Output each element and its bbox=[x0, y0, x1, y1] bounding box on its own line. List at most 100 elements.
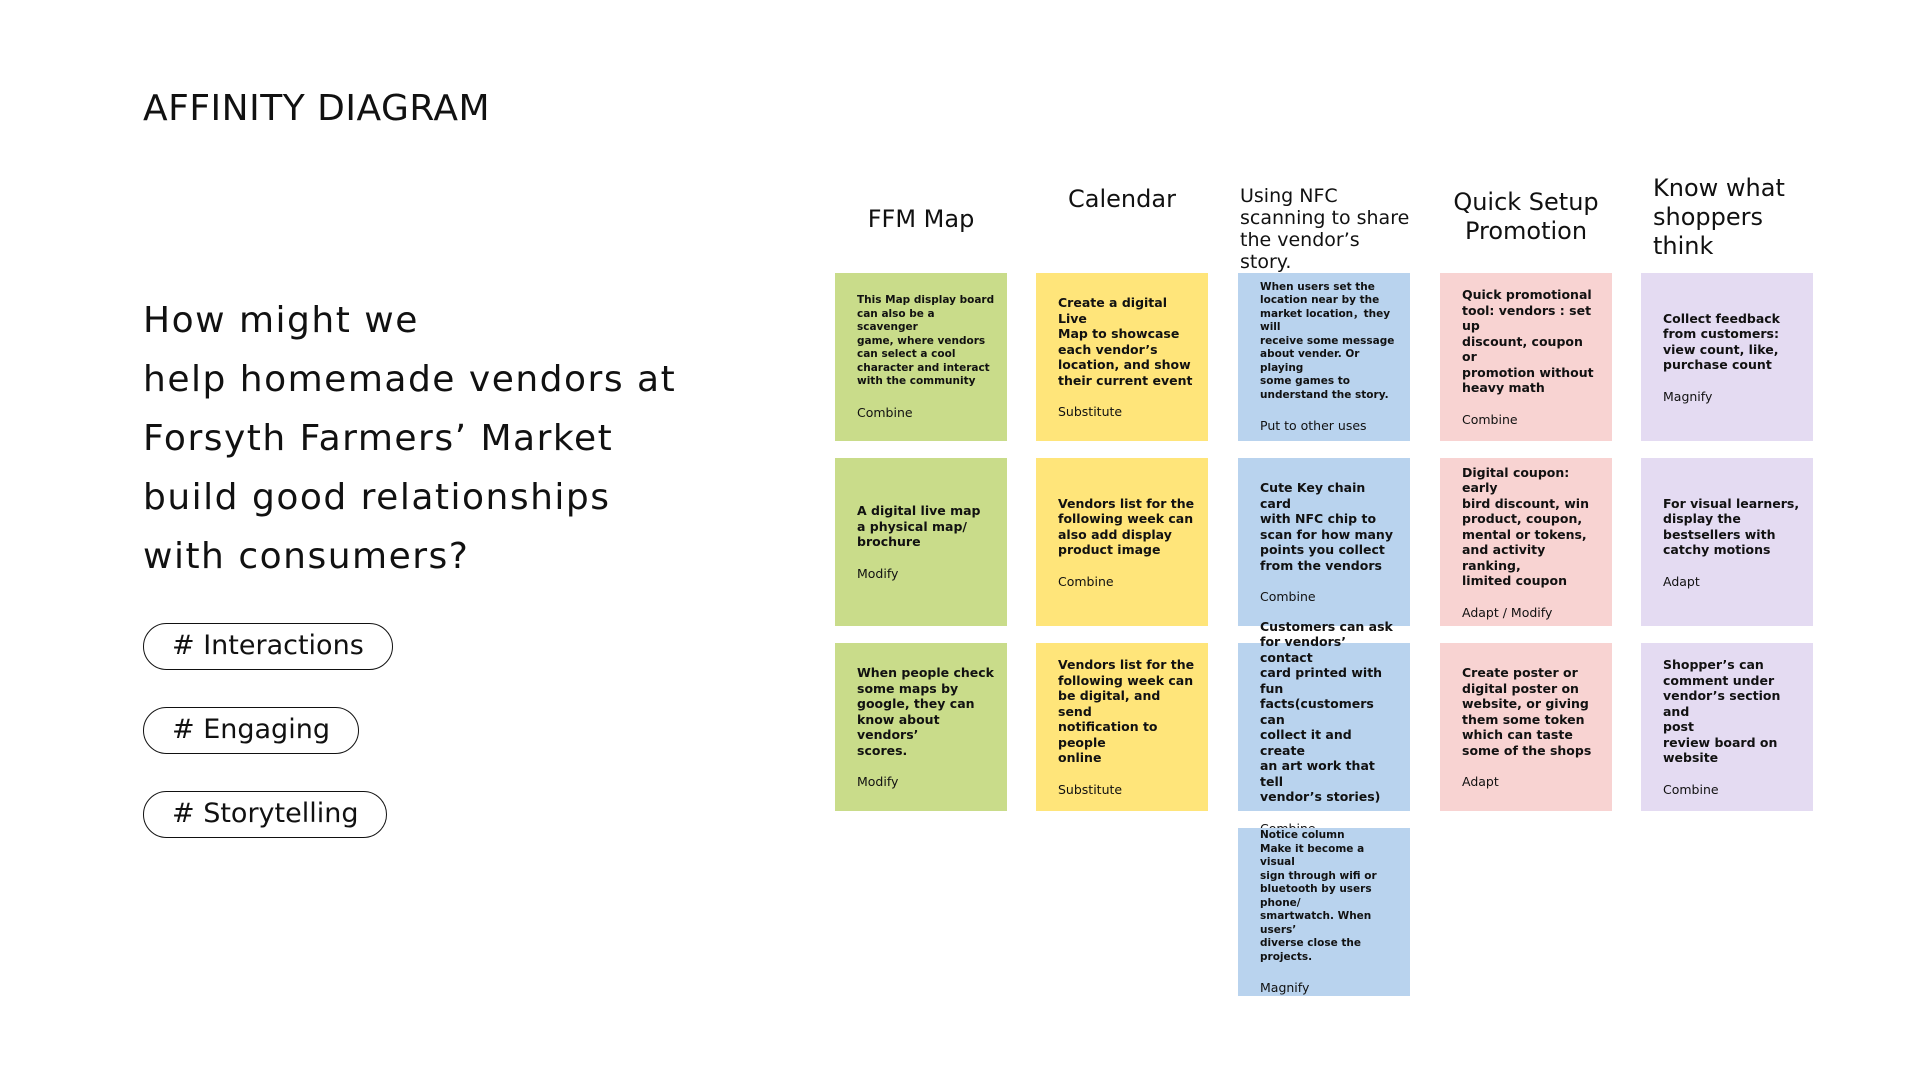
note-text-line: website bbox=[1663, 750, 1719, 766]
how-might-we-question: How might we help homemade vendors at Fo… bbox=[143, 291, 763, 586]
note-method-tag: Magnify bbox=[1260, 980, 1310, 995]
note-text-line: some of the shops bbox=[1462, 742, 1592, 758]
note-text-line: also add display bbox=[1058, 526, 1172, 542]
note-text-line: product, coupon, bbox=[1462, 511, 1583, 526]
column-header-line: Know what bbox=[1653, 174, 1785, 202]
note-text-line: can also be a scavenger bbox=[857, 307, 935, 334]
note-text-line: a physical map/ bbox=[857, 518, 967, 534]
note-text-line: collect it and create bbox=[1260, 727, 1352, 758]
note-text-line: Quick promotional bbox=[1462, 287, 1592, 303]
note-text-line: promotion without bbox=[1462, 364, 1594, 380]
note-text-line: with NFC chip to bbox=[1260, 511, 1377, 526]
note-text-line: Shopper’s can bbox=[1663, 657, 1764, 673]
note-text-line: Cute Key chain card bbox=[1260, 480, 1366, 511]
note-text-line: following week can bbox=[1058, 511, 1194, 526]
hmw-line: How might we bbox=[143, 300, 419, 341]
note-text-line: website, or giving bbox=[1462, 696, 1589, 711]
column-header-line: FFM Map bbox=[867, 205, 975, 233]
note-text-line: bluetooth by users phone/ bbox=[1260, 883, 1372, 909]
note-method-tag: Adapt bbox=[1663, 573, 1700, 589]
note-text-line: catchy motions bbox=[1663, 542, 1771, 557]
column-header-line: Quick Setup bbox=[1453, 188, 1599, 216]
note-text-line: comment under bbox=[1663, 672, 1775, 688]
note-text-line: A digital live map bbox=[857, 503, 981, 519]
note-text-line: notification to people bbox=[1058, 719, 1158, 750]
tag-storytelling: # Storytelling bbox=[143, 791, 388, 838]
note-text-line: vendor’s section and bbox=[1663, 688, 1781, 719]
note-text-line: know about vendors’ bbox=[857, 711, 940, 743]
note-text-line: diverse close the projects. bbox=[1260, 937, 1361, 963]
note-text-line: brochure bbox=[857, 534, 921, 550]
hmw-line: Forsyth Farmers’ Market bbox=[143, 418, 614, 459]
note-text-line: Customers can ask bbox=[1260, 618, 1393, 634]
note-text-line: card printed with fun bbox=[1260, 665, 1383, 696]
note-method-tag: Substitute bbox=[1058, 781, 1123, 797]
note-text-line: market location，they will bbox=[1260, 307, 1391, 334]
note-method-tag: Adapt bbox=[1462, 774, 1499, 789]
note-text-line: from customers: bbox=[1663, 326, 1779, 341]
note-text-line: When users set the bbox=[1260, 280, 1375, 293]
note-text-line: bestsellers with bbox=[1663, 526, 1776, 542]
note-text-line: sign through wifi or bbox=[1260, 869, 1377, 882]
note-text-line: bird discount, win bbox=[1462, 495, 1589, 511]
column-header-line: Using NFC bbox=[1240, 185, 1338, 207]
note-text-line: understand the story. bbox=[1260, 388, 1389, 401]
note-text-line: location, and show bbox=[1058, 357, 1191, 372]
note-method-tag: Modify bbox=[857, 565, 899, 581]
note-text-line: heavy math bbox=[1462, 380, 1545, 396]
column-header: FFM Map bbox=[835, 205, 1007, 234]
note-text-line: smartwatch. When users’ bbox=[1260, 910, 1372, 936]
page-title: AFFINITY DIAGRAM bbox=[143, 88, 491, 129]
column-header-line: shoppers bbox=[1653, 203, 1764, 231]
note-text-line: When people check bbox=[857, 665, 994, 680]
note-text-line: scan for how many bbox=[1260, 526, 1393, 542]
note-method-tag: Modify bbox=[857, 774, 899, 789]
column-header-line: think bbox=[1653, 232, 1714, 260]
note-text-line: game, where vendors bbox=[857, 334, 986, 347]
note-text-line: vendor’s stories) bbox=[1260, 789, 1381, 804]
note-method-tag: Combine bbox=[857, 404, 913, 420]
note-text-line: digital poster on bbox=[1462, 680, 1579, 696]
note-text-line: following week can bbox=[1058, 672, 1194, 688]
note-method-tag: Adapt / Modify bbox=[1462, 604, 1553, 620]
note-text-line: and activity ranking, bbox=[1462, 542, 1546, 573]
column-header-line: Promotion bbox=[1464, 217, 1588, 245]
note-text-line: with the community bbox=[857, 375, 976, 388]
note-text-line: can select a cool bbox=[857, 348, 956, 361]
note-text-line: Create a digital Live bbox=[1058, 295, 1168, 326]
hmw-line: help homemade vendors at bbox=[143, 359, 677, 400]
note-text-line: Make it become a visual bbox=[1260, 842, 1365, 869]
note-text-line: google, they can bbox=[857, 696, 975, 711]
note-text-line: Map to showcase bbox=[1058, 326, 1180, 341]
note-method-tag: Magnify bbox=[1663, 388, 1713, 404]
note-text-line: them some token bbox=[1462, 711, 1585, 727]
note-text-line: post bbox=[1663, 719, 1694, 735]
note-text-line: Vendors list for the bbox=[1058, 657, 1195, 673]
note-text-line: product image bbox=[1058, 542, 1161, 557]
note-text-line: tool: vendors : set up bbox=[1462, 302, 1592, 334]
note-text-line: Vendors list for the bbox=[1058, 495, 1195, 511]
note-text-line: some games to bbox=[1260, 375, 1350, 388]
note-text-line: for vendors’ contact bbox=[1260, 634, 1346, 665]
note-text-line: view count, like, bbox=[1663, 341, 1779, 357]
